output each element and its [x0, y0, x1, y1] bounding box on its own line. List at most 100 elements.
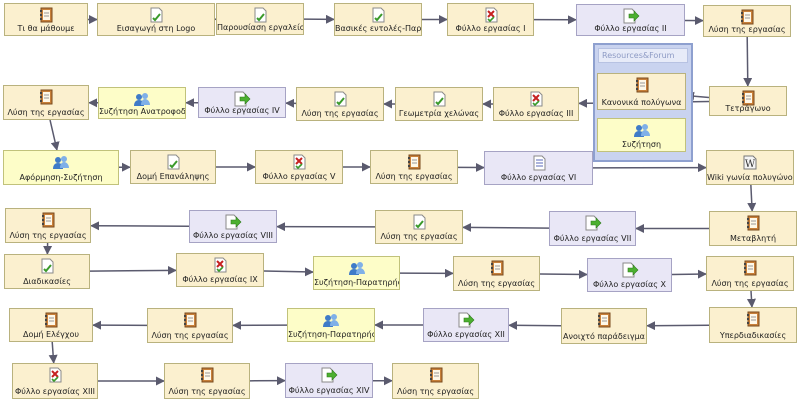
activity-label: Παρουσίαση εργαλείου [217, 23, 304, 32]
activity-label: Wiki γωνία πολυγώνου [707, 173, 794, 182]
activity-node[interactable]: Φύλλο εργασίας IV [198, 87, 286, 118]
connector-arrow [747, 184, 757, 212]
activity-label: Συζήτηση [621, 140, 662, 149]
quiz-icon [482, 7, 500, 23]
activity-node[interactable]: Συζήτηση-Παρατηρήσεις [313, 256, 400, 290]
activity-node[interactable]: Λύση της εργασίας [706, 256, 794, 291]
quiz-icon [46, 367, 64, 383]
activity-node[interactable]: Λύση της εργασίας [703, 5, 791, 37]
activity-label: Λύση της εργασίας [168, 387, 246, 396]
notebook-icon [741, 260, 759, 276]
activity-node[interactable]: Φύλλο εργασίας ΧΙΙ [423, 308, 509, 342]
connector-arrow [48, 341, 58, 364]
activity-node[interactable]: Συζήτηση [597, 118, 686, 152]
activity-node[interactable]: Συζήτηση Ανατροφοδότ [98, 87, 186, 119]
activity-node[interactable]: Φύλλο εργασίας V [255, 150, 343, 184]
activity-node[interactable]: Εισαγωγή στη Logo [97, 3, 215, 36]
activity-label: Βασικές εντολές-Παρά [335, 24, 422, 33]
wiki-icon: W [741, 154, 759, 170]
activity-node[interactable]: Βασικές εντολές-Παρά [334, 3, 422, 36]
activity-node[interactable]: Φύλλο εργασίας VII [549, 211, 636, 246]
svg-text:W: W [745, 159, 756, 170]
notebook-icon [42, 312, 60, 328]
activity-label: Δομή Επανάληψης [136, 172, 210, 181]
group-title: Resources&Forum [598, 48, 688, 63]
activity-node[interactable]: Λύση της εργασίας [370, 150, 458, 184]
activity-node[interactable]: Φύλλο εργασίας ΙΙ [576, 4, 685, 36]
activity-label: Λύση της εργασίας [380, 232, 458, 241]
people-icon [52, 154, 70, 170]
activity-node[interactable]: Ανοιχτό παράδειγμα [561, 308, 647, 344]
activity-node[interactable]: Λύση της εργασίας [5, 208, 91, 243]
activity-node[interactable]: Λύση της εργασίας [164, 363, 250, 399]
activity-node[interactable]: Παρουσίαση εργαλείου [216, 3, 304, 35]
activity-node[interactable]: W Wiki γωνία πολυγώνου [706, 150, 794, 185]
activity-node[interactable]: Δομή Επανάληψης [130, 150, 216, 184]
activity-node[interactable]: Λύση της εργασίας [147, 308, 233, 343]
notebook-icon [37, 7, 55, 23]
activity-label: Φύλλο εργασίας IX [182, 275, 258, 284]
activity-node[interactable]: Φύλλο εργασίας Χ [587, 258, 672, 292]
page-icon [331, 91, 349, 107]
arrow-page-icon [584, 215, 602, 231]
activity-node[interactable]: Υπερδιαδικασίες [709, 307, 797, 343]
activity-label: Φύλλο εργασίας ΧΙΙ [427, 330, 505, 339]
activity-label: Φύλλο εργασίας ΙΙ [594, 24, 667, 33]
arrow-page-icon [224, 214, 242, 230]
activity-label: Γεωμετρία χελώνας [398, 109, 480, 118]
notebook-icon [405, 154, 423, 170]
activity-node[interactable]: Δομή Ελέγχου [9, 308, 93, 342]
activity-node[interactable]: Φύλλο εργασίας XIV [285, 363, 373, 398]
activity-node[interactable]: Φύλλο εργασίας VIII [189, 210, 277, 243]
activity-label: Φύλλο εργασίας VII [553, 234, 632, 243]
activity-label: Λύση της εργασίας [301, 109, 379, 118]
activity-label: Λύση της εργασίας [396, 387, 475, 396]
activity-node[interactable]: Μεταβλητή [709, 211, 797, 246]
activity-label: Δομή Ελέγχου [22, 330, 80, 339]
activity-node[interactable]: Λύση της εργασίας [392, 363, 479, 399]
activity-label: Λύση της εργασίας [708, 25, 786, 34]
people-icon [133, 91, 151, 107]
activity-node[interactable]: Αφόρμηση-Συζήτηση [3, 150, 119, 185]
notebook-icon [738, 9, 756, 25]
activity-node[interactable]: Λύση της εργασίας [453, 256, 540, 291]
activity-node[interactable]: Φύλλο εργασίας ΧΙΙΙ [12, 363, 98, 399]
page-icon [38, 258, 56, 274]
notebook-icon [739, 90, 757, 106]
activity-node[interactable]: Φύλλο εργασίας VI [484, 151, 593, 185]
connector-arrow [743, 36, 753, 87]
page-icon [164, 154, 182, 170]
activity-label: Φύλλο εργασίας IV [204, 106, 280, 115]
activity-node[interactable]: Λύση της εργασίας [296, 87, 384, 121]
activity-label: Εισαγωγή στη Logo [116, 24, 196, 33]
activity-label: Φύλλο εργασίας Ι [455, 24, 526, 33]
activity-node[interactable]: Φύλλο εργασίας Ι [447, 3, 534, 36]
activity-label: Φύλλο εργασίας ΙΙΙ [498, 109, 574, 118]
activity-node[interactable]: Λύση της εργασίας [375, 210, 463, 244]
activity-node[interactable]: Φύλλο εργασίας ΙΙΙ [493, 87, 579, 121]
page-icon [430, 91, 448, 107]
connector-arrow [89, 265, 177, 275]
connector-arrow [462, 222, 550, 232]
activity-node[interactable]: Τι θα μάθουμε [4, 3, 88, 36]
activity-label: Φύλλο εργασίας ΧΙΙΙ [14, 387, 96, 396]
activity-node[interactable]: Κανονικά πολύγωνα [597, 73, 686, 110]
activity-node[interactable]: Γεωμετρία χελώνας [395, 87, 483, 121]
activity-node[interactable]: Τετράγωνο [709, 86, 787, 116]
activity-node[interactable]: Συζήτηση-Παρατηρήσεις [287, 308, 375, 342]
activity-label: Κανονικά πολύγωνα [601, 98, 682, 107]
page-icon [410, 214, 428, 230]
people-icon [322, 312, 340, 328]
activity-node[interactable]: Φύλλο εργασίας IX [176, 253, 264, 287]
people-icon [633, 122, 651, 138]
notebook-icon [744, 215, 762, 231]
activity-node[interactable]: Διαδικασίες [4, 254, 90, 289]
activity-label: Λύση της εργασίας [375, 172, 453, 181]
arrow-page-icon [621, 262, 639, 278]
activity-node[interactable]: Λύση της εργασίας [3, 85, 89, 120]
page-icon [251, 7, 269, 23]
arrow-page-icon [320, 367, 338, 383]
notebook-icon [37, 89, 55, 105]
connector-arrow [539, 269, 588, 279]
activity-label: Μεταβλητή [729, 234, 777, 243]
